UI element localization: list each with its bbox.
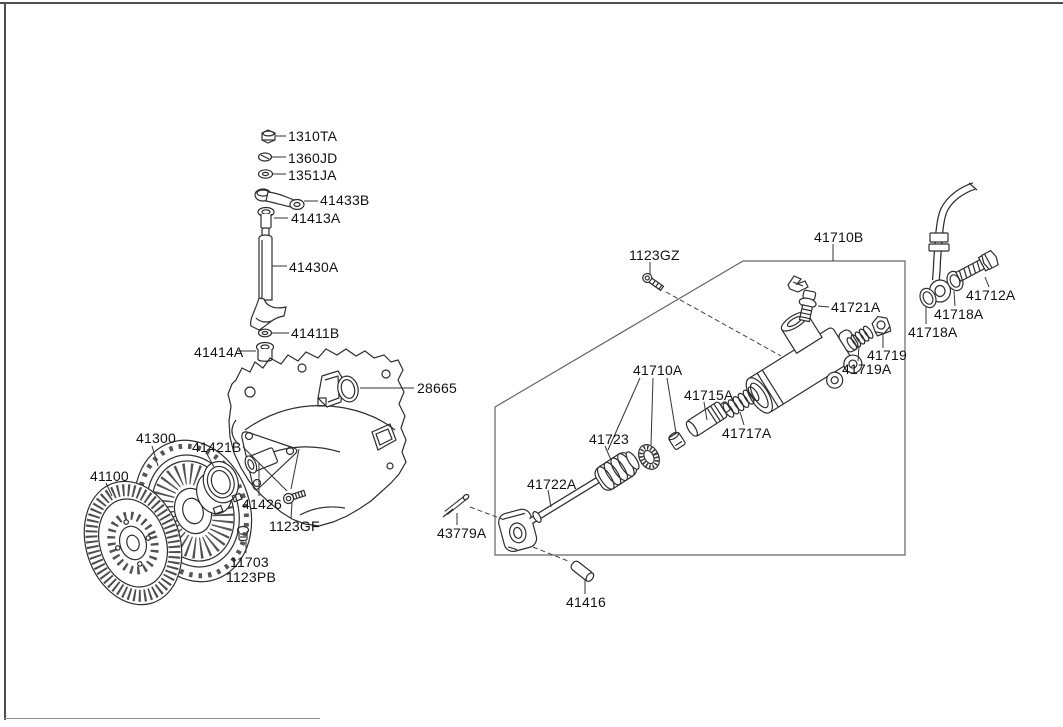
bracket-28665-drawing bbox=[317, 370, 359, 408]
dashed-line-41416 bbox=[532, 546, 569, 562]
dashed-line-1123GZ bbox=[665, 291, 782, 357]
retainer-plate-41426-drawing bbox=[241, 431, 298, 491]
bolt-1123GZ-drawing bbox=[642, 272, 665, 292]
part-label-41300: 41300 bbox=[136, 430, 176, 446]
frame-border-top bbox=[0, 2, 1063, 4]
pin-43779A-drawing bbox=[442, 493, 470, 518]
part-label-1310TA: 1310TA bbox=[288, 128, 338, 144]
part-label-41719A: 41719A bbox=[842, 361, 892, 377]
boot-41723-drawing bbox=[594, 451, 640, 491]
valve-cone-drawing bbox=[668, 431, 686, 450]
part-label-41414A: 41414A bbox=[194, 344, 244, 360]
part-label-41715A: 41715A bbox=[684, 387, 734, 403]
part-label-41721A: 41721A bbox=[831, 299, 881, 315]
assembly-box-outline bbox=[494, 260, 906, 556]
lever-41433B-drawing bbox=[254, 188, 305, 211]
frame-border-left bbox=[4, 2, 6, 720]
nut-1310TA-drawing bbox=[261, 129, 276, 144]
part-label-41426: 41426 bbox=[242, 496, 282, 512]
snap-ring-drawing bbox=[638, 444, 660, 470]
dashed-line-43779A bbox=[469, 506, 503, 520]
part-label-41100: 41100 bbox=[90, 468, 129, 484]
part-label-1123PB: 1123PB bbox=[226, 569, 276, 585]
retaining-clip-drawing bbox=[787, 275, 809, 293]
part-label-41717A: 41717A bbox=[722, 425, 772, 441]
bolt-1123GF-drawing bbox=[282, 489, 307, 505]
part-label-41712A: 41712A bbox=[966, 287, 1016, 303]
cap-nut-41719-drawing bbox=[871, 315, 892, 337]
washer-1351JA-drawing bbox=[257, 169, 274, 179]
part-label-41430A: 41430A bbox=[289, 259, 339, 275]
part-label-11703: 11703 bbox=[230, 554, 269, 570]
release-bearing-41421B-drawing bbox=[196, 460, 243, 515]
part-label-41710B: 41710B bbox=[814, 229, 864, 245]
shaft-41430A-drawing bbox=[250, 227, 287, 331]
bushing-41414A-drawing bbox=[255, 341, 275, 362]
part-label-41722A: 41722A bbox=[527, 476, 577, 492]
bushing-41413A-drawing bbox=[257, 206, 275, 230]
part-label-43779A: 43779A bbox=[437, 525, 487, 541]
part-label-41719: 41719 bbox=[867, 347, 907, 363]
bolt-41712A-drawing bbox=[955, 249, 999, 283]
part-label-41723: 41723 bbox=[589, 431, 629, 447]
part-label-41416: 41416 bbox=[566, 594, 606, 610]
part-label-41433B: 41433B bbox=[320, 192, 370, 208]
part-label-41421B: 41421B bbox=[192, 439, 242, 455]
leader-lines bbox=[105, 135, 990, 594]
clutch-disc-41100-drawing bbox=[83, 480, 183, 606]
part-label-1351JA: 1351JA bbox=[288, 167, 337, 183]
pushrod-drawing bbox=[529, 477, 600, 524]
spring-41717A-drawing bbox=[722, 386, 760, 418]
part-label-41718A-upper: 41718A bbox=[934, 306, 984, 322]
part-label-1360JD: 1360JD bbox=[288, 150, 338, 166]
washer-1360JD-drawing bbox=[257, 152, 273, 162]
release-fork-blade bbox=[250, 297, 287, 331]
part-label-1123GF: 1123GF bbox=[269, 518, 320, 534]
part-label-1123GZ: 1123GZ bbox=[629, 247, 680, 263]
gasket-41718A-lower-drawing bbox=[919, 287, 937, 309]
spring-41719A-drawing bbox=[846, 325, 874, 351]
part-label-41411B: 41411B bbox=[291, 325, 340, 341]
clevis-41722A-drawing bbox=[498, 508, 538, 553]
part-label-41413A: 41413A bbox=[291, 210, 341, 226]
washer-41411B-drawing bbox=[257, 328, 273, 338]
part-label-41718A-lower: 41718A bbox=[908, 324, 958, 340]
pin-41416-drawing bbox=[570, 560, 595, 582]
bleeder-screw-41721A-drawing bbox=[798, 289, 817, 323]
part-label-28665: 28665 bbox=[417, 380, 457, 396]
slave-cylinder-body-drawing bbox=[745, 311, 863, 414]
frame-border-bottom bbox=[4, 718, 320, 719]
part-label-41710A: 41710A bbox=[633, 362, 683, 378]
